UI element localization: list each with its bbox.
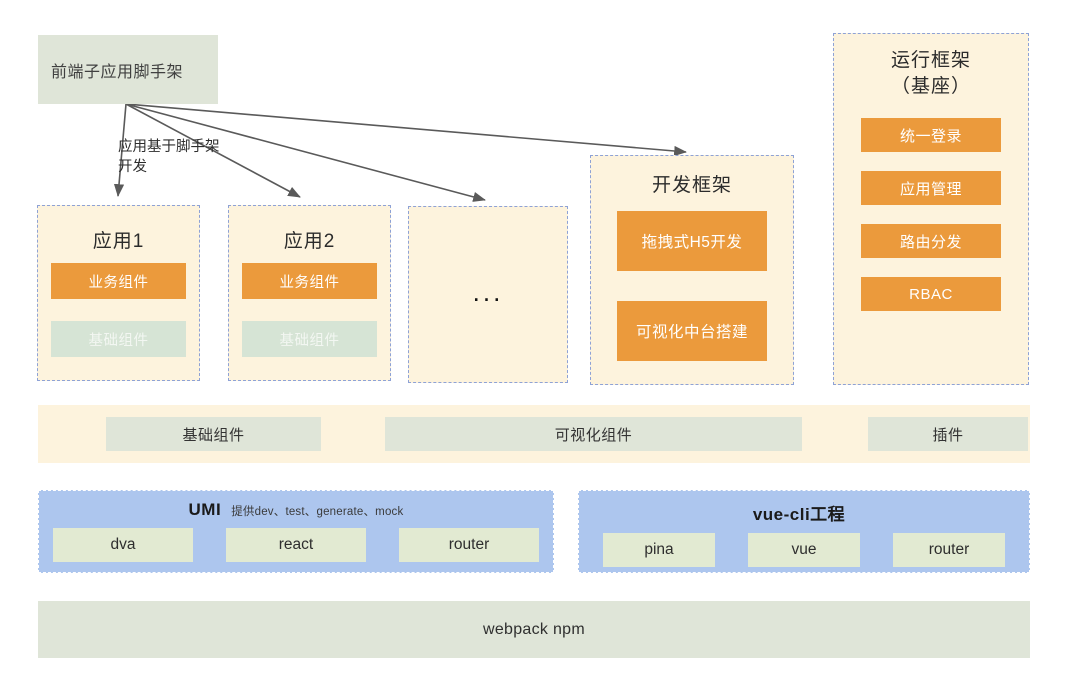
vuecli-title: vue-cli工程 xyxy=(752,505,846,524)
ellipsis-icon: ... xyxy=(472,276,504,307)
vuecli-chip-vue[interactable]: vue xyxy=(748,533,860,567)
more-apps-box[interactable]: ... xyxy=(408,206,568,383)
vuecli-chip-list: pina vue router xyxy=(603,533,1005,567)
umi-chip-list: dva react router xyxy=(53,528,539,562)
app-1-title: 应用1 xyxy=(92,231,145,252)
app-box-1[interactable]: 应用1 业务组件 基础组件 xyxy=(37,205,200,381)
umi-chip-dva[interactable]: dva xyxy=(53,528,193,562)
app-1-business-component[interactable]: 业务组件 xyxy=(51,263,186,299)
umi-subtitle: 提供dev、test、generate、mock xyxy=(231,506,404,518)
dev-framework-item-midplatform[interactable]: 可视化中台搭建 xyxy=(617,301,767,361)
scaffold-box[interactable]: 前端子应用脚手架 xyxy=(38,35,218,104)
runtime-item-rbac[interactable]: RBAC xyxy=(861,277,1001,312)
edge-label: 应用基于脚手架开发 xyxy=(118,139,220,175)
runtime-item-sso[interactable]: 统一登录 xyxy=(861,118,1001,153)
umi-chip-react[interactable]: react xyxy=(226,528,366,562)
runtime-framework-title-line-2: （基座） xyxy=(890,75,971,97)
dev-framework-item-h5[interactable]: 拖拽式H5开发 xyxy=(617,211,767,271)
umi-header: UMI 提供dev、test、generate、mock xyxy=(189,500,404,520)
runtime-framework-title-line-1: 运行框架 xyxy=(890,50,971,71)
build-tooling-bar: webpack npm xyxy=(38,601,1030,658)
vuecli-header: vue-cli工程 xyxy=(753,500,855,525)
app-box-2[interactable]: 应用2 业务组件 基础组件 xyxy=(228,205,391,381)
dev-framework-box[interactable]: 开发框架 拖拽式H5开发 可视化中台搭建 xyxy=(590,155,794,385)
vuecli-chip-router[interactable]: router xyxy=(893,533,1005,567)
runtime-framework-box[interactable]: 运行框架 （基座） 统一登录 应用管理 路由分发 RBAC xyxy=(833,33,1029,385)
vuecli-chip-pina[interactable]: pina xyxy=(603,533,715,567)
vuecli-engineering-box[interactable]: vue-cli工程 pina vue router xyxy=(578,490,1030,573)
umi-engineering-box[interactable]: UMI 提供dev、test、generate、mock dva react r… xyxy=(38,490,554,573)
app-2-base-component[interactable]: 基础组件 xyxy=(242,321,377,357)
build-tooling-label: webpack npm xyxy=(482,620,586,638)
umi-title: UMI xyxy=(188,500,222,519)
scaffold-label: 前端子应用脚手架 xyxy=(51,63,184,81)
runtime-item-app-management[interactable]: 应用管理 xyxy=(861,171,1001,206)
umi-chip-router[interactable]: router xyxy=(399,528,539,562)
runtime-item-routing[interactable]: 路由分发 xyxy=(861,224,1001,259)
runtime-framework-title: 运行框架 （基座） xyxy=(891,48,971,99)
components-band: 基础组件 可视化组件 插件 xyxy=(38,405,1030,463)
app-2-business-component[interactable]: 业务组件 xyxy=(242,263,377,299)
dev-framework-title: 开发框架 xyxy=(651,175,732,196)
app-1-base-component[interactable]: 基础组件 xyxy=(51,321,186,357)
app-2-title: 应用2 xyxy=(283,231,336,252)
component-chip-base[interactable]: 基础组件 xyxy=(106,417,321,451)
component-chip-plugin[interactable]: 插件 xyxy=(868,417,1028,451)
component-chip-visual[interactable]: 可视化组件 xyxy=(385,417,802,451)
